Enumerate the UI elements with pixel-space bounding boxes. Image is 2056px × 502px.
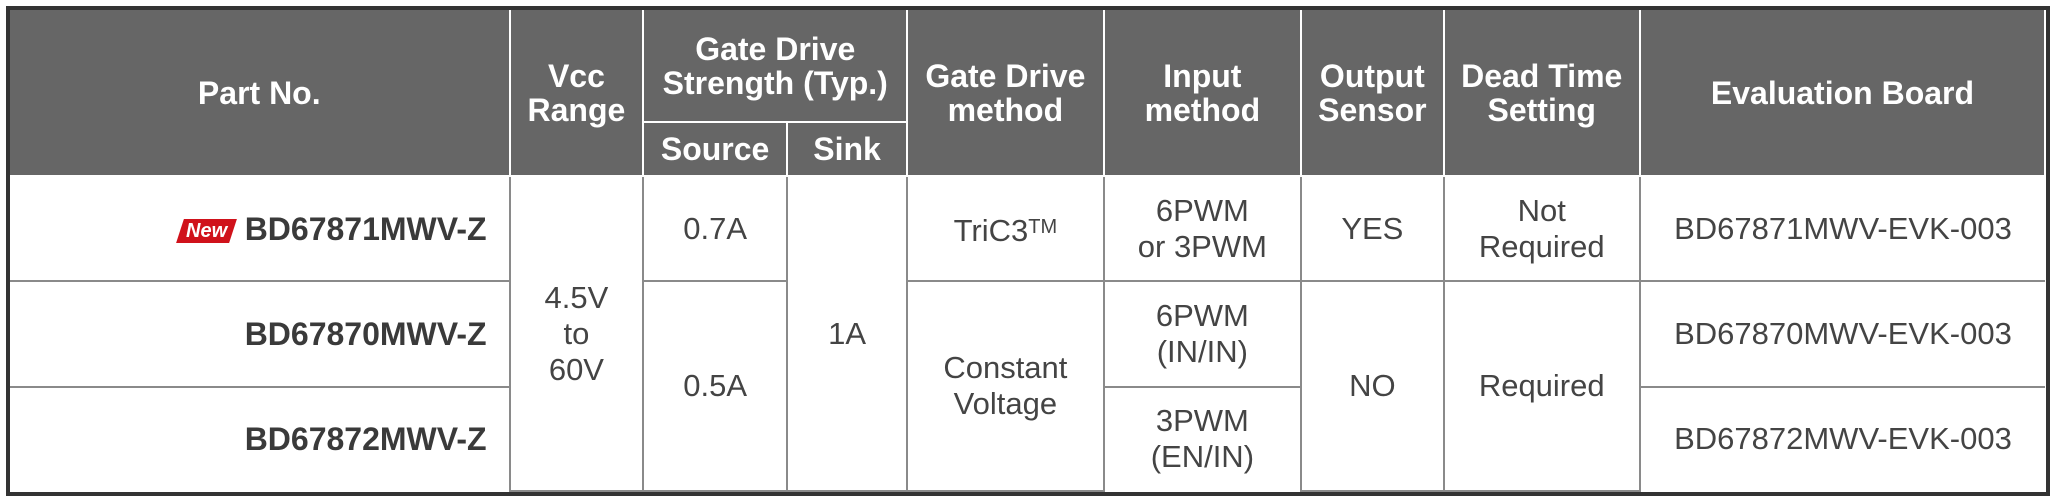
header-output-sensor: Output Sensor bbox=[1300, 10, 1445, 177]
header-vcc-range-line-2: Range bbox=[527, 91, 626, 128]
input-method-line-1: 3PWM bbox=[1155, 403, 1249, 439]
header-input-method: Input method bbox=[1102, 10, 1303, 177]
input-method-line-2: or 3PWM bbox=[1137, 228, 1267, 264]
header-row-2: Source Sink bbox=[10, 122, 2045, 177]
vcc-range-line-3: 60V bbox=[548, 351, 604, 387]
source-cell: 0.5A bbox=[642, 280, 788, 492]
input-method-line-2: (IN/IN) bbox=[1156, 334, 1248, 370]
new-badge: New bbox=[175, 219, 237, 244]
header-gate-drive-method-line-1: Gate Drive bbox=[925, 57, 1086, 94]
part-number: BD67872MWV-Z bbox=[244, 421, 487, 458]
dead-time-setting-cell: Not Required bbox=[1442, 174, 1641, 283]
table-row: BD67870MWV-Z 0.5A Constant Voltage 6PWM … bbox=[10, 280, 2045, 492]
evaluation-board-cell: BD67872MWV-EVK-003 bbox=[1638, 385, 2045, 491]
evaluation-board-cell: BD67870MWV-EVK-003 bbox=[1638, 280, 2045, 388]
header-gate-drive-strength-line-1: Gate Drive bbox=[695, 30, 856, 67]
evaluation-board-cell: BD67871MWV-EVK-003 bbox=[1638, 174, 2045, 283]
part-number: BD67870MWV-Z bbox=[244, 316, 487, 353]
part-number-cell: New BD67871MWV-Z bbox=[10, 174, 511, 283]
gate-drive-method-line-1: Constant bbox=[943, 350, 1068, 386]
input-method-line-1: 6PWM bbox=[1155, 192, 1249, 228]
gate-drive-method-value: TriC3 bbox=[953, 212, 1029, 248]
header-vcc-range-line-1: Vcc bbox=[547, 57, 605, 94]
trademark-mark: TM bbox=[1028, 215, 1058, 238]
table-row: New BD67871MWV-Z 4.5V to 60V 0.7A 1A TriC… bbox=[10, 174, 2045, 492]
header-sink: Sink bbox=[785, 122, 909, 177]
gate-drive-method-cell: TriC3TM bbox=[906, 174, 1105, 283]
header-part-no: Part No. bbox=[10, 10, 511, 177]
input-method-cell: 6PWM or 3PWM bbox=[1102, 174, 1303, 283]
dead-time-setting-cell: Required bbox=[1442, 280, 1641, 492]
header-dead-time-setting: Dead Time Setting bbox=[1442, 10, 1641, 177]
product-spec-table: Part No. Vcc Range Gate Drive Strength (… bbox=[10, 10, 2047, 492]
header-dead-time-setting-line-2: Setting bbox=[1487, 91, 1596, 128]
header-gate-drive-method: Gate Drive method bbox=[906, 10, 1105, 177]
gate-drive-method-cell: Constant Voltage bbox=[906, 280, 1105, 492]
header-gate-drive-strength: Gate Drive Strength (Typ.) bbox=[642, 10, 909, 123]
header-output-sensor-line-1: Output bbox=[1319, 57, 1425, 94]
gate-drive-method-line-2: Voltage bbox=[953, 386, 1058, 422]
input-method-line-1: 6PWM bbox=[1155, 298, 1249, 334]
part-number-cell: BD67870MWV-Z bbox=[10, 280, 511, 388]
output-sensor-cell: YES bbox=[1300, 174, 1445, 283]
vcc-range-cell: 4.5V to 60V bbox=[508, 175, 645, 492]
output-sensor-cell: NO bbox=[1300, 280, 1445, 492]
header-input-method-line-1: Input bbox=[1163, 57, 1242, 94]
header-input-method-line-2: method bbox=[1144, 91, 1261, 128]
header-vcc-range: Vcc Range bbox=[508, 10, 645, 177]
vcc-range-line-2: to bbox=[563, 315, 590, 351]
part-number-cell: BD67872MWV-Z bbox=[10, 385, 511, 491]
header-gate-drive-method-line-2: method bbox=[947, 91, 1064, 128]
header-dead-time-setting-line-1: Dead Time bbox=[1461, 57, 1623, 94]
input-method-cell: 3PWM (EN/IN) bbox=[1102, 385, 1303, 491]
header-row-1: Part No. Vcc Range Gate Drive Strength (… bbox=[10, 10, 2047, 177]
part-number: BD67871MWV-Z bbox=[244, 210, 487, 247]
spec-table-frame: Part No. Vcc Range Gate Drive Strength (… bbox=[6, 6, 2050, 496]
dead-time-setting-line-1: Not bbox=[1517, 192, 1566, 228]
table-row: BD67872MWV-Z 3PWM (EN/IN) BD67872MWV-EVK… bbox=[10, 385, 2045, 491]
input-method-line-2: (EN/IN) bbox=[1150, 439, 1255, 475]
header-output-sensor-line-2: Sensor bbox=[1318, 91, 1427, 128]
sink-cell: 1A bbox=[785, 175, 909, 492]
header-gate-drive-strength-line-2: Strength (Typ.) bbox=[662, 64, 888, 101]
vcc-range-line-1: 4.5V bbox=[544, 279, 609, 315]
source-cell: 0.7A bbox=[642, 174, 788, 283]
header-evaluation-board: Evaluation Board bbox=[1638, 10, 2047, 177]
dead-time-setting-line-2: Required bbox=[1478, 228, 1605, 264]
header-source: Source bbox=[643, 122, 788, 177]
input-method-cell: 6PWM (IN/IN) bbox=[1102, 280, 1303, 388]
new-badge-label: New bbox=[185, 220, 227, 243]
